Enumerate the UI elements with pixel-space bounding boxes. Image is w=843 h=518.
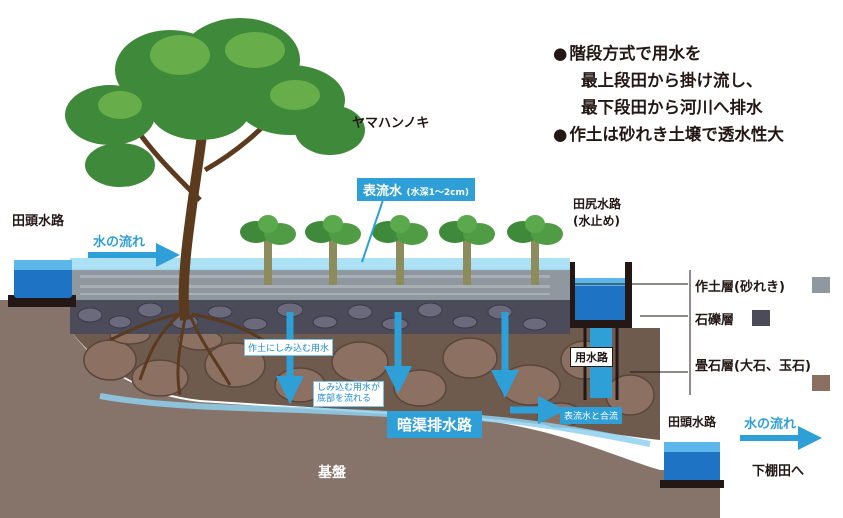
inlet-left-label: 田頭水路: [12, 214, 65, 229]
bedrock: [0, 300, 720, 518]
layer-topsoil-label: 作土層(砂れき): [695, 280, 785, 295]
outlet-surface: [575, 278, 625, 286]
note-line-3: 最下段田から河川へ排水: [581, 98, 763, 117]
stone-swatch: [812, 375, 830, 391]
tree: [65, 18, 365, 396]
gravel-swatch: [752, 310, 770, 326]
surface-water-leader: [361, 199, 384, 263]
inlet-right-label: 田頭水路: [668, 415, 717, 429]
layer-gravel-label: 石礫層: [695, 313, 735, 328]
surface-water-tag: 表流水 (水深1～2cm): [357, 178, 476, 201]
seep2-line-2: 底部を流れる: [317, 394, 372, 404]
note-line-2: 最上段田から掛け流し、: [581, 71, 763, 90]
down-label: 下棚田へ: [752, 464, 805, 479]
surface-water-label: 表流水: [363, 184, 403, 199]
outlet-wall: [570, 262, 632, 328]
seep1-label: 作土にしみ込む用水: [244, 339, 334, 356]
topsoil-texture: [80, 275, 550, 295]
topsoil-layer: [70, 268, 570, 300]
tree-label: ヤマハンノキ: [352, 116, 430, 131]
outlet-sub-label: (水止め): [573, 214, 620, 228]
drain-label: 暗渠排水路: [387, 411, 483, 438]
inlet-right-wall: [660, 480, 724, 488]
flow-left-label: 水の流れ: [93, 235, 146, 250]
seep2-label: しみ込む用水が 底部を流れる: [313, 381, 385, 407]
notes: 階段方式で用水を 最上段田から掛け流し、 最下段田から河川へ排水 作土は砂れき土…: [553, 40, 784, 148]
channel-label: 用水路: [570, 347, 613, 367]
layer-stone-label: 畳石層(大石、玉石): [695, 359, 811, 374]
topsoil-swatch: [812, 277, 830, 293]
inlet-left-surface: [14, 260, 72, 270]
bottom-seepage: [99, 393, 651, 447]
inlet-right-surface: [664, 442, 720, 452]
outlet-label: 田尻水路: [573, 197, 622, 211]
flow-right-label: 水の流れ: [744, 417, 797, 432]
surface-water: [70, 258, 570, 270]
rice-plants: [240, 215, 563, 285]
surface-water-note: (水深1～2cm): [406, 188, 470, 198]
note-line-4: 作土は砂れき土壌で透水性大: [553, 121, 784, 148]
bedrock-label: 基盤: [318, 465, 346, 481]
note-line-1: 階段方式で用水を: [553, 40, 784, 67]
merge-label: 表流水と合流: [560, 407, 623, 424]
seep2-line-1: しみ込む用水が: [317, 383, 381, 393]
